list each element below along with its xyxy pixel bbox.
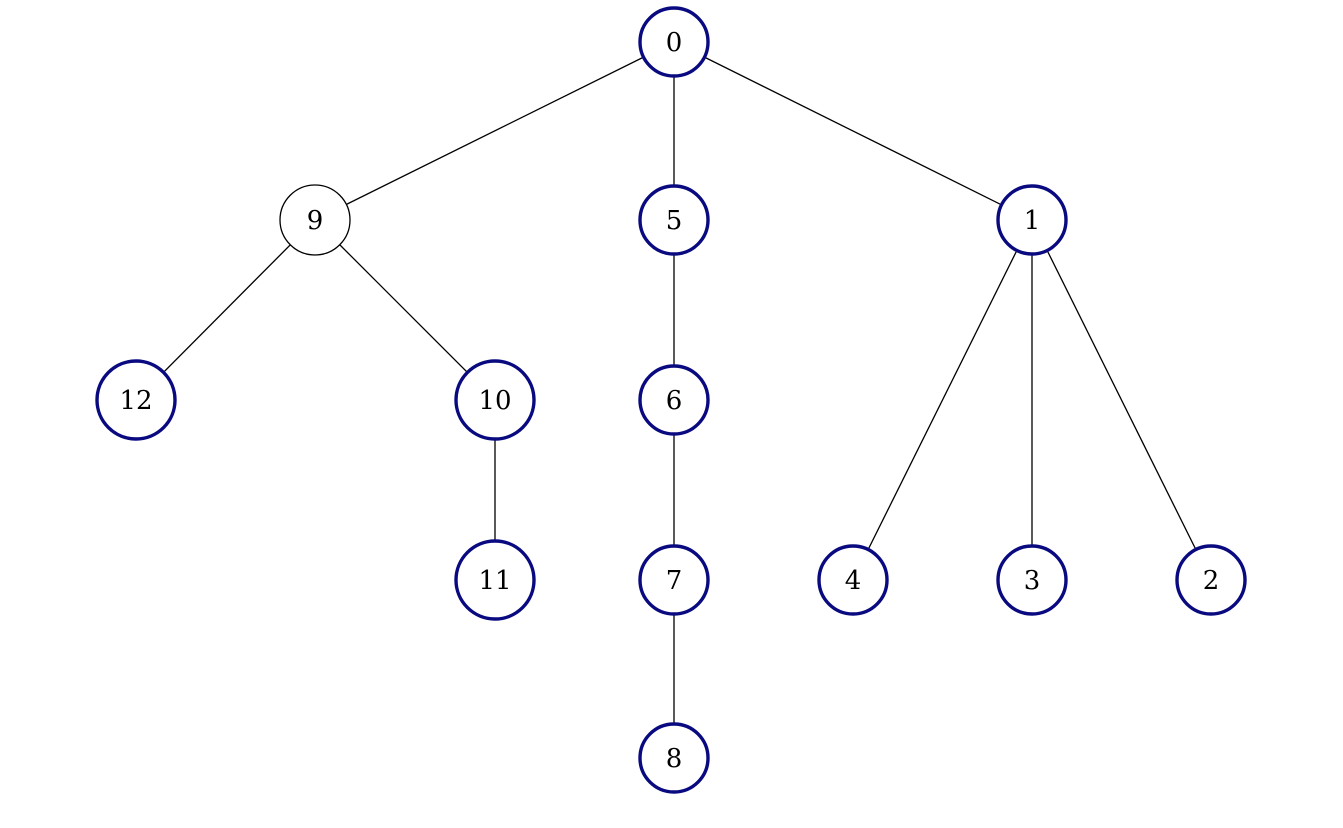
- node-circle-8: [638, 722, 710, 794]
- node-circle-12: [95, 359, 177, 441]
- nodes-layer: 0 9 5 1 12 10 6 11 7 4 3 2 8: [95, 6, 1247, 794]
- node-label-0: 0: [666, 28, 683, 58]
- node-label-9: 9: [307, 206, 324, 236]
- node-label-4: 4: [845, 566, 862, 596]
- edge-9-12: [135, 219, 316, 401]
- node-label-7: 7: [666, 566, 683, 596]
- node-label-2: 2: [1203, 566, 1220, 596]
- node-circle-11: [454, 539, 536, 621]
- node-label-6: 6: [666, 386, 683, 416]
- node-7: 7: [638, 544, 710, 616]
- edge-9-10: [314, 219, 496, 401]
- node-circle-10: [454, 359, 536, 441]
- node-circle-0: [638, 6, 710, 78]
- edge-1-2: [1031, 219, 1212, 581]
- node-circle-6: [638, 364, 710, 436]
- node-circle-3: [996, 544, 1068, 616]
- node-label-8: 8: [666, 744, 683, 774]
- node-6: 6: [638, 364, 710, 436]
- node-8: 8: [638, 722, 710, 794]
- node-label-1: 1: [1024, 206, 1041, 236]
- node-circle-2: [1175, 544, 1247, 616]
- node-9: 9: [279, 184, 351, 256]
- node-circle-9: [279, 184, 351, 256]
- node-4: 4: [817, 544, 889, 616]
- node-11: 11: [454, 539, 536, 621]
- node-12: 12: [95, 359, 177, 441]
- node-circle-7: [638, 544, 710, 616]
- node-2: 2: [1175, 544, 1247, 616]
- node-label-3: 3: [1024, 566, 1041, 596]
- node-label-12: 12: [119, 386, 152, 416]
- node-label-5: 5: [666, 206, 683, 236]
- node-circle-5: [638, 184, 710, 256]
- node-3: 3: [996, 544, 1068, 616]
- edge-1-4: [852, 219, 1033, 581]
- node-1: 1: [996, 184, 1068, 256]
- edge-0-9: [314, 41, 675, 221]
- edge-0-1: [673, 41, 1033, 221]
- node-10: 10: [454, 359, 536, 441]
- node-circle-4: [817, 544, 889, 616]
- node-0: 0: [638, 6, 710, 78]
- node-label-11: 11: [478, 566, 511, 596]
- node-circle-1: [996, 184, 1068, 256]
- node-label-10: 10: [478, 386, 511, 416]
- node-5: 5: [638, 184, 710, 256]
